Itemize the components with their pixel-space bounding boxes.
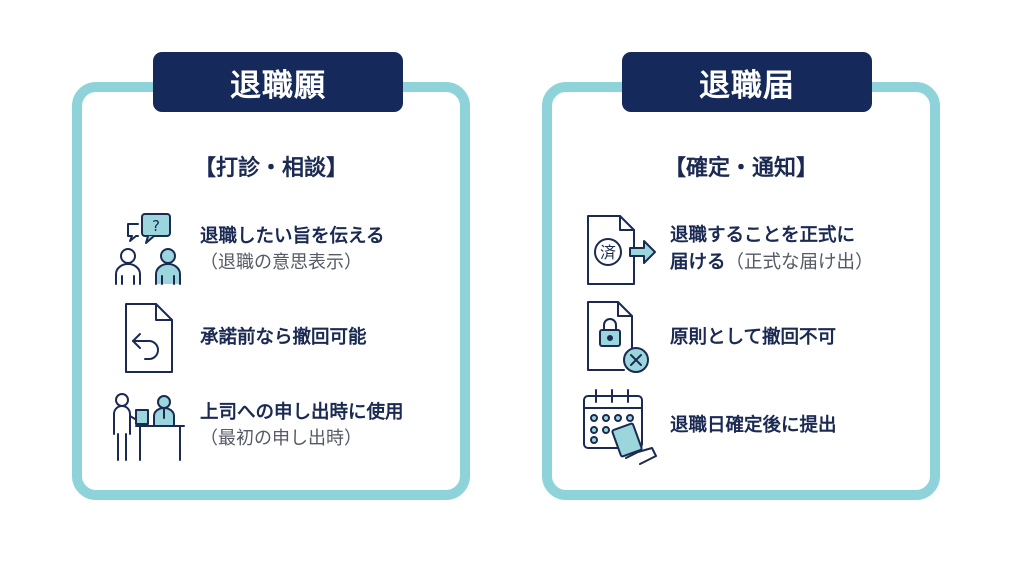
submitted-document-icon: 済 [578, 210, 658, 290]
list-item: 承諾前なら撤回可能 [108, 298, 450, 378]
locked-document-icon [578, 298, 658, 378]
item-main-text: 退職したい旨を伝える [200, 225, 385, 247]
resignation-notice-card: 【確定・通知】 済 退職することを正式に 届ける（正式な届け出） [542, 82, 940, 500]
document-undo-icon [108, 298, 188, 378]
list-item: 済 退職することを正式に 届ける（正式な届け出） [578, 210, 920, 290]
list-item: ? 退職したい旨を伝える （退職の意思表示） [108, 210, 450, 290]
svg-text:?: ? [152, 217, 160, 235]
list-item: 上司への申し出時に使用 （最初の申し出時） [108, 386, 450, 466]
card-subtitle: 【確定・通知】 [663, 156, 818, 181]
calendar-submit-icon [578, 386, 658, 466]
item-main-text: 上司への申し出時に使用 [200, 401, 404, 423]
item-main-text: 原則として撤回不可 [670, 326, 836, 348]
resignation-notice-title: 退職届 [622, 52, 872, 112]
item-main-text: 退職日確定後に提出 [670, 414, 837, 436]
svg-text:済: 済 [600, 243, 616, 262]
item-main-text: 退職することを正式に [670, 225, 856, 247]
card-subtitle: 【打診・相談】 [193, 156, 348, 181]
resignation-request-card: 【打診・相談】 ? 退職したい旨を伝える （退職の意思表示） [72, 82, 470, 500]
item-sub-text: （退職の意思表示） [200, 252, 362, 274]
list-item: 退職日確定後に提出 [578, 386, 920, 466]
list-item: 原則として撤回不可 [578, 298, 920, 378]
resignation-request-title: 退職願 [153, 52, 403, 112]
item-main-text-line2: 届ける（正式な届け出） [670, 252, 874, 273]
item-main-text: 承諾前なら撤回可能 [200, 326, 367, 348]
item-sub-text: （正式な届け出） [725, 252, 874, 273]
meeting-desk-icon [108, 386, 188, 466]
item-sub-text: （最初の申し出時） [200, 428, 362, 450]
consultation-icon: ? [108, 210, 188, 290]
